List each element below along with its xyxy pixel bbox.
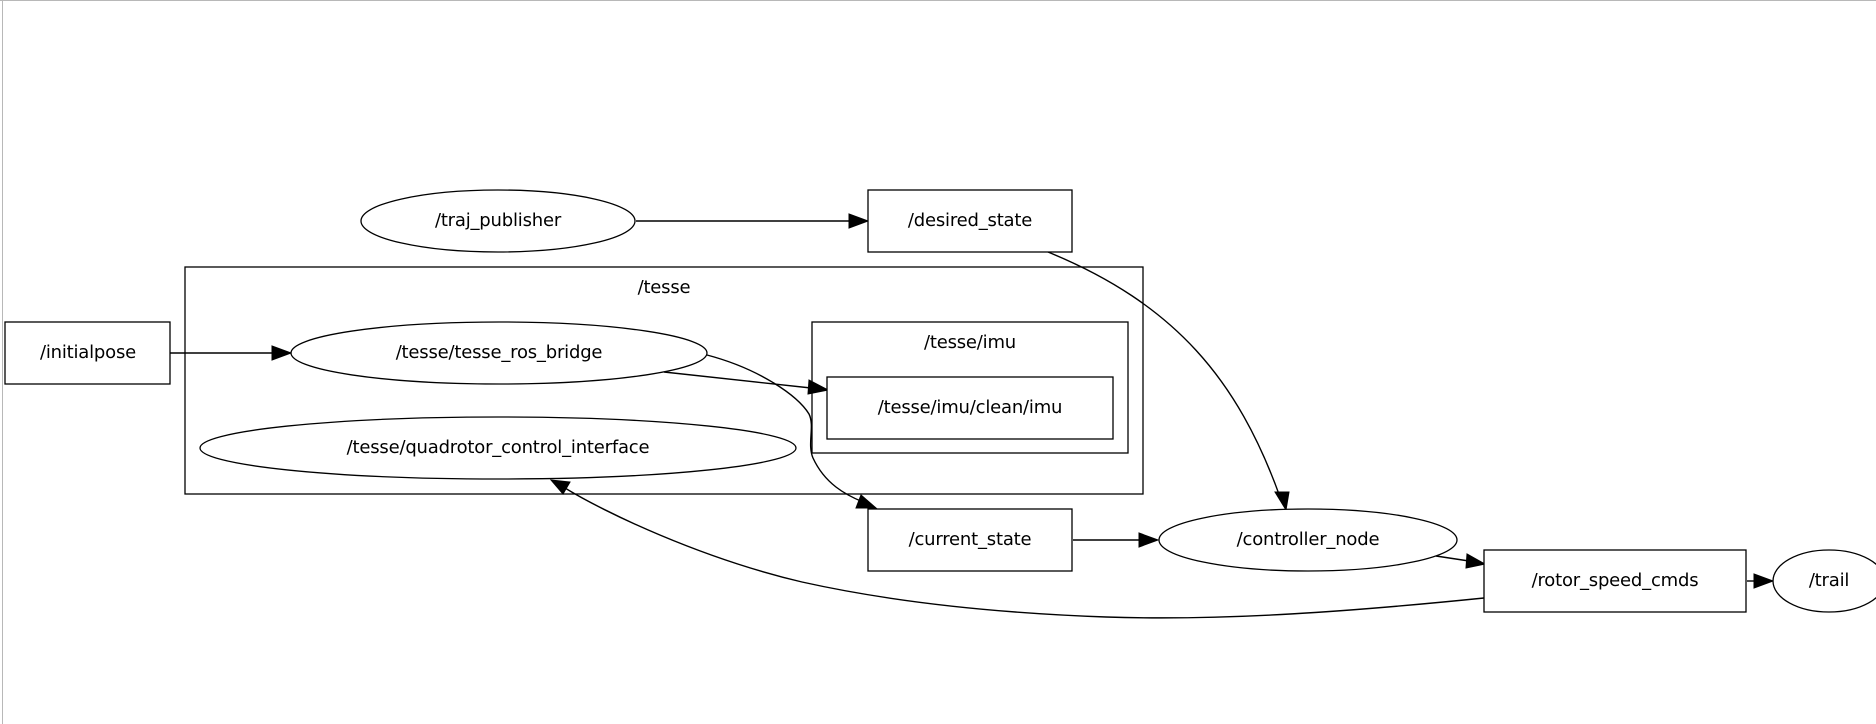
node-tesse-ros-bridge-label: /tesse/tesse_ros_bridge [396, 342, 603, 363]
edge-rotor-speed-cmds-to-trail[interactable] [1747, 573, 1775, 589]
node-initialpose-label: /initialpose [40, 342, 136, 363]
node-rotor-speed-cmds[interactable]: /rotor_speed_cmds [1483, 549, 1747, 613]
edge-traj-publisher-to-desired-state[interactable] [636, 213, 870, 229]
edge-controller-node-to-rotor-speed-cmds[interactable] [1435, 553, 1487, 569]
node-tesse-imu-clean-imu[interactable]: /tesse/imu/clean/imu [826, 376, 1114, 440]
edge-rotor-speed-cmds-to-quadrotor-control-interface[interactable] [549, 479, 1485, 619]
edge-initialpose-to-tesse-ros-bridge[interactable] [170, 345, 293, 361]
node-current-state-label: /current_state [909, 529, 1032, 550]
edge-tesse-ros-bridge-to-clean-imu[interactable] [663, 371, 830, 395]
node-trail-label: /trail [1809, 570, 1849, 591]
node-traj-publisher-label: /traj_publisher [435, 210, 562, 231]
edge-desired-state-to-controller-node[interactable] [1047, 251, 1290, 512]
node-current-state[interactable]: /current_state [867, 508, 1073, 572]
node-quadrotor-control-interface-label: /tesse/quadrotor_control_interface [347, 437, 650, 458]
node-desired-state[interactable]: /desired_state [867, 189, 1073, 253]
edge-tesse-ros-bridge-to-current-state[interactable] [706, 354, 878, 509]
node-controller-node[interactable]: /controller_node [1158, 508, 1458, 572]
node-quadrotor-control-interface[interactable]: /tesse/quadrotor_control_interface [199, 416, 797, 480]
node-tesse-ros-bridge[interactable]: /tesse/tesse_ros_bridge [290, 321, 708, 385]
node-desired-state-label: /desired_state [908, 210, 1032, 231]
cluster-tesse-imu-label: /tesse/imu [924, 332, 1016, 353]
node-initialpose[interactable]: /initialpose [4, 321, 171, 385]
node-tesse-imu-clean-imu-label: /tesse/imu/clean/imu [878, 397, 1063, 418]
node-rotor-speed-cmds-label: /rotor_speed_cmds [1532, 570, 1699, 591]
edge-current-state-to-controller-node[interactable] [1073, 532, 1160, 548]
cluster-tesse: /tesse [184, 266, 1144, 495]
node-trail[interactable]: /trail [1772, 549, 1876, 613]
cluster-tesse-label: /tesse [638, 277, 691, 298]
node-controller-node-label: /controller_node [1237, 529, 1380, 550]
node-traj-publisher[interactable]: /traj_publisher [360, 189, 636, 253]
